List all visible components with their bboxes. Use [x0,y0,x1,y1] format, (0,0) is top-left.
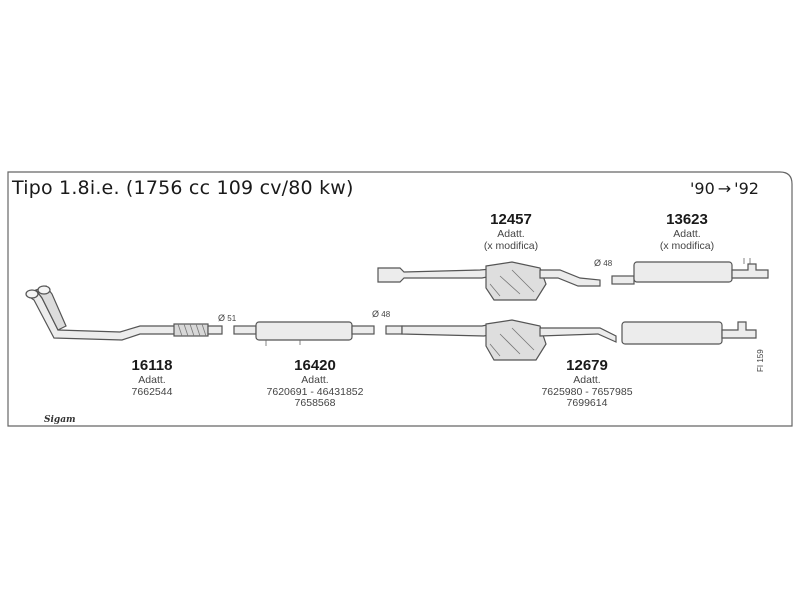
diameter-label-48-lower: Ø 48 [372,309,390,319]
part-number: 16118 [131,357,173,374]
arrow-right-icon: → [717,179,732,198]
diameter-value: 48 [381,310,391,319]
part-number: 12679 [566,357,608,374]
part-note: Adatt. [573,373,601,386]
part-note: Adatt. [673,227,701,240]
part-label-16420: 16420 Adatt. 7620691 - 46431852 7658568 [250,357,380,410]
part-label-13623: 13623 Adatt. (x modifica) [642,211,732,252]
diameter-value: 48 [603,259,613,268]
year-to: '92 [734,179,759,198]
part-number: 16420 [294,357,336,374]
part-codes: 7625980 - 7657985 [541,385,633,398]
diameter-icon: Ø [218,313,226,323]
sheet-code: FI 159 [756,349,765,372]
vehicle-title: Tipo 1.8i.e. (1756 cc 109 cv/80 kw) [12,177,354,199]
diameter-label-51: Ø 51 [218,313,236,323]
diameter-value: 51 [227,314,237,323]
diameter-icon: Ø [594,258,602,268]
year-from: '90 [690,179,715,198]
model-years: '90→'92 [690,179,759,198]
part-codes: 7699614 [566,397,608,410]
part-note: Adatt. [138,373,166,386]
center-muffler-16420 [233,321,375,346]
part-codes: 7658568 [294,397,336,410]
front-downpipe-16118 [25,285,223,341]
part-label-12679: 12679 Adatt. 7625980 - 7657985 7699614 [522,357,652,410]
brand-logo: Sigam [44,415,76,425]
part-label-12457: 12457 Adatt. (x modifica) [466,211,556,252]
part-codes: 7662544 [131,385,173,398]
part-number: 13623 [666,211,708,228]
diameter-icon: Ø [372,309,380,319]
diameter-label-48-upper: Ø 48 [594,258,612,268]
part-note: (x modifica) [659,239,715,252]
frame-border [7,171,793,427]
part-number: 12457 [490,211,532,228]
part-note: Adatt. [497,227,525,240]
upper-rear-muffler-13623 [611,258,769,285]
part-label-16118: 16118 Adatt. 7662544 [112,357,192,398]
part-note: Adatt. [301,373,329,386]
part-note: (x modifica) [483,239,539,252]
lower-rear-section-12679 [385,319,757,361]
part-codes: 7620691 - 46431852 [266,385,364,398]
upper-rear-section-12457 [377,261,601,301]
